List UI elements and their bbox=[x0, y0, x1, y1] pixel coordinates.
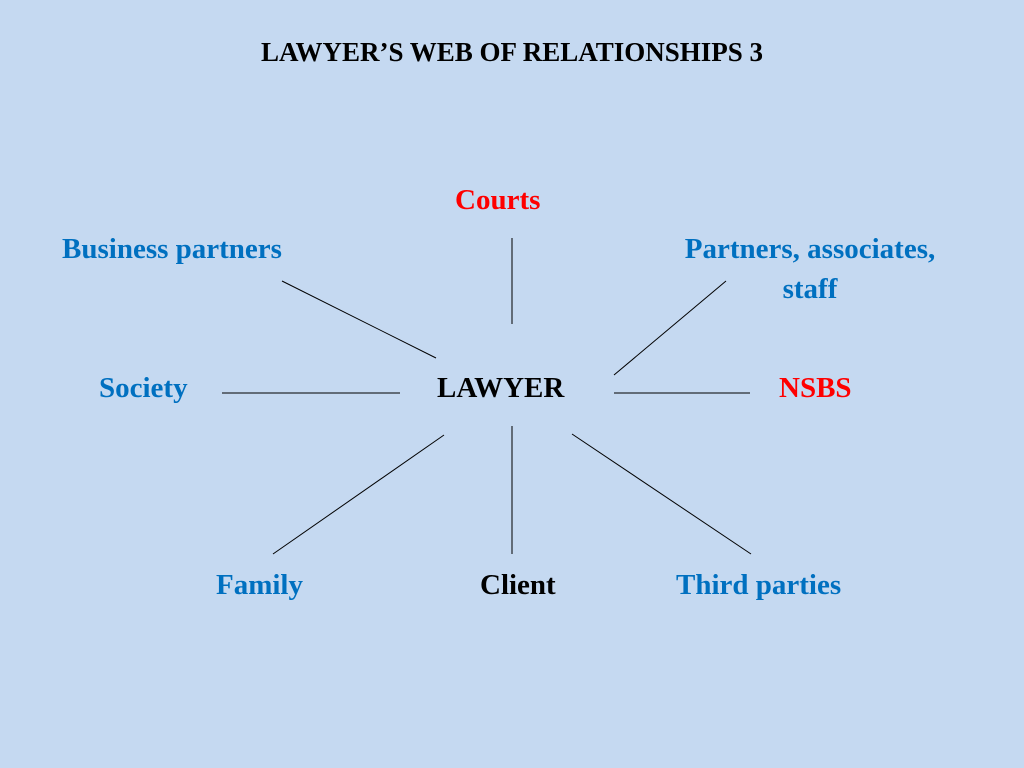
node-family: Family bbox=[216, 569, 303, 601]
node-nsbs: NSBS bbox=[779, 372, 852, 404]
connector-third-parties bbox=[571, 433, 752, 555]
connector-partners-associates-staff bbox=[613, 280, 727, 376]
node-third-parties: Third parties bbox=[676, 569, 842, 601]
connector-family bbox=[272, 434, 445, 555]
node-courts: Courts bbox=[455, 184, 541, 216]
connector-business-partners bbox=[281, 280, 437, 359]
node-client: Client bbox=[480, 569, 556, 601]
node-society: Society bbox=[99, 372, 188, 404]
node-partners-associates-staff: Partners, associates, staff bbox=[660, 229, 960, 309]
node-partners-line1: Partners, associates, bbox=[684, 233, 936, 265]
slide-title: LAWYER’S WEB OF RELATIONSHIPS 3 bbox=[260, 37, 764, 67]
node-partners-line2: staff bbox=[782, 273, 838, 305]
node-business-partners: Business partners bbox=[62, 233, 282, 265]
center-lawyer: LAWYER bbox=[437, 372, 565, 404]
